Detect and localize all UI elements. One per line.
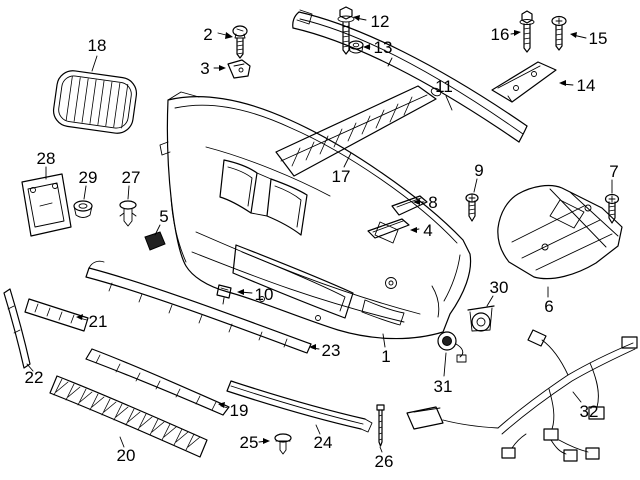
part-label-12: 12 bbox=[371, 12, 390, 31]
part-label-26: 26 bbox=[375, 452, 394, 471]
part-12-bolt: 12 bbox=[337, 6, 390, 55]
part-label-32: 32 bbox=[580, 402, 599, 421]
part-label-1: 1 bbox=[381, 347, 390, 366]
part-19-lower-trim: 19 bbox=[85, 348, 249, 420]
part-22-trim-strip: 22 bbox=[3, 288, 44, 387]
part-29-nut: 29 bbox=[73, 168, 98, 218]
part-label-7: 7 bbox=[609, 162, 618, 181]
part-18-kidney-grille: 18 bbox=[52, 36, 138, 134]
part-label-2: 2 bbox=[203, 25, 212, 44]
part-2-screw: 2 bbox=[203, 25, 248, 59]
part-label-23: 23 bbox=[322, 341, 341, 360]
part-3-clip: 3 bbox=[200, 59, 251, 79]
part-6-lower-bracket: 6 bbox=[497, 184, 623, 316]
part-20-mesh-grille: 20 bbox=[49, 375, 208, 465]
part-11-impact-bar: 11 bbox=[292, 9, 528, 143]
part-label-27: 27 bbox=[122, 168, 141, 187]
part-label-30: 30 bbox=[490, 278, 509, 297]
part-10-clip: 10 bbox=[216, 284, 274, 305]
part-30-sensor-bracket: 30 bbox=[467, 278, 509, 332]
part-label-3: 3 bbox=[200, 59, 209, 78]
part-31-parking-sensor: 31 bbox=[434, 331, 467, 396]
part-24-spoiler-lip: 24 bbox=[226, 380, 373, 452]
part-27-clip: 27 bbox=[119, 168, 141, 227]
part-label-14: 14 bbox=[577, 76, 596, 95]
part-label-11: 11 bbox=[435, 77, 453, 96]
part-23-lower-strip: 23 bbox=[85, 260, 341, 360]
part-4-trim-strip: 4 bbox=[367, 218, 433, 240]
part-label-25: 25 bbox=[240, 433, 259, 452]
part-label-18: 18 bbox=[88, 36, 107, 55]
part-label-5: 5 bbox=[159, 207, 168, 226]
part-label-29: 29 bbox=[79, 168, 98, 187]
part-label-19: 19 bbox=[230, 401, 249, 420]
part-26-screw: 26 bbox=[375, 404, 394, 471]
part-label-15: 15 bbox=[589, 29, 608, 48]
part-label-22: 22 bbox=[25, 368, 44, 387]
part-28-plate-bracket: 28 bbox=[21, 149, 72, 237]
part-label-21: 21 bbox=[89, 312, 108, 331]
part-9-screw: 9 bbox=[465, 161, 484, 222]
part-15-screw: 15 bbox=[551, 15, 608, 51]
part-label-6: 6 bbox=[544, 297, 553, 316]
part-label-20: 20 bbox=[117, 446, 136, 465]
part-label-4: 4 bbox=[423, 221, 432, 240]
part-32-wiring-harness: 32 bbox=[406, 329, 638, 462]
part-label-13: 13 bbox=[374, 38, 393, 57]
part-label-8: 8 bbox=[428, 193, 437, 212]
part-label-16: 16 bbox=[491, 25, 510, 44]
part-14-bracket: 14 bbox=[491, 61, 596, 103]
part-label-28: 28 bbox=[37, 149, 56, 168]
part-25-rivet-clip: 25 bbox=[240, 433, 292, 455]
part-5-clip: 5 bbox=[144, 207, 169, 251]
part-17-energy-absorber: 17 bbox=[275, 85, 437, 186]
part-label-24: 24 bbox=[314, 433, 333, 452]
part-7-screw: 7 bbox=[604, 162, 620, 224]
part-13-nut: 13 bbox=[348, 38, 393, 57]
part-1-bumper-cover: 1 bbox=[159, 91, 472, 366]
part-label-17: 17 bbox=[332, 167, 351, 186]
part-label-31: 31 bbox=[434, 377, 453, 396]
part-label-9: 9 bbox=[474, 161, 483, 180]
part-16-bolt: 16 bbox=[491, 10, 535, 53]
part-label-10: 10 bbox=[255, 285, 274, 304]
part-21-trim-strip: 21 bbox=[24, 298, 108, 332]
